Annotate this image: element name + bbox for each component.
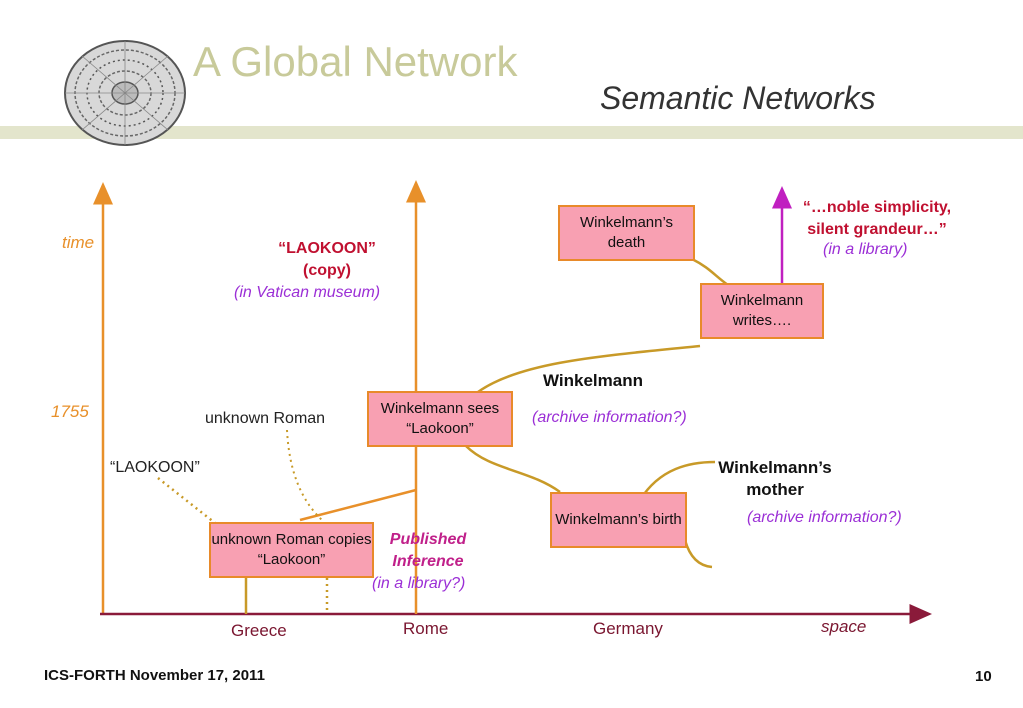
winkelmann-writes-box: Winkelmann writes…. xyxy=(700,283,824,339)
birth-to-mother-link xyxy=(683,539,713,569)
quote-line1: “…noble simplicity, xyxy=(802,199,952,216)
footer-text: ICS-FORTH November 17, 2011 xyxy=(44,667,265,684)
mother-path xyxy=(638,460,716,501)
slide-title: A Global Network xyxy=(193,38,518,85)
slide-subtitle: Semantic Networks xyxy=(600,80,876,116)
mother-line1: Winkelmann’s xyxy=(718,458,832,477)
title-band xyxy=(0,126,1023,139)
winkelmann-mother-label: Winkelmann’s mother xyxy=(700,457,850,501)
time-axis-label: time xyxy=(62,233,95,252)
vatican-label: (in Vatican museum) xyxy=(234,284,381,301)
published-line2: Inference xyxy=(392,553,464,570)
quote-line2: silent grandeur…” xyxy=(807,221,947,238)
winkelmann-label: Winkelmann xyxy=(543,371,643,390)
winkelmann-path-upper xyxy=(477,344,701,394)
noble-simplicity-quote: “…noble simplicity, silent grandeur…” xyxy=(787,197,967,241)
phaistos-disc-logo xyxy=(64,40,186,146)
winkelmann-birth-box: Winkelmann’s birth xyxy=(550,492,687,548)
laokoon-copy-label: “LAOKOON” (copy) xyxy=(262,238,392,282)
laokoon-dotted-link xyxy=(157,477,216,524)
winkelmann-sees-box: Winkelmann sees “Laokoon” xyxy=(367,391,513,447)
winkelmann-path-lower xyxy=(465,445,561,494)
unknown-roman-label: unknown Roman xyxy=(205,410,326,427)
archive-info-label-2: (archive information?) xyxy=(747,509,902,526)
mother-line2: mother xyxy=(746,480,804,499)
winkelmann-death-box: Winkelmann’s death xyxy=(558,205,695,261)
greece-label: Greece xyxy=(231,621,287,640)
laokoon-copy-line2: (copy) xyxy=(303,262,351,279)
rome-label: Rome xyxy=(403,619,449,638)
copy-to-rome-link xyxy=(299,488,417,522)
space-axis-label: space xyxy=(821,617,867,636)
germany-label: Germany xyxy=(593,619,663,638)
archive-info-label-1: (archive information?) xyxy=(532,409,687,426)
death-to-writes-link xyxy=(691,257,729,287)
published-inference-label: Published Inference xyxy=(378,529,478,573)
year-1755-label: 1755 xyxy=(51,402,89,421)
unknown-roman-copies-box: unknown Roman copies “Laokoon” xyxy=(209,522,374,578)
in-library-question-label: (in a library?) xyxy=(372,575,466,592)
in-library-label: (in a library) xyxy=(823,241,908,258)
page-number: 10 xyxy=(975,668,992,685)
unknown-roman-dotted-link xyxy=(286,429,323,521)
laokoon-copy-line1: “LAOKOON” xyxy=(278,240,376,257)
published-line1: Published xyxy=(389,531,467,548)
laokoon-original-label: “LAOKOON” xyxy=(110,459,200,476)
